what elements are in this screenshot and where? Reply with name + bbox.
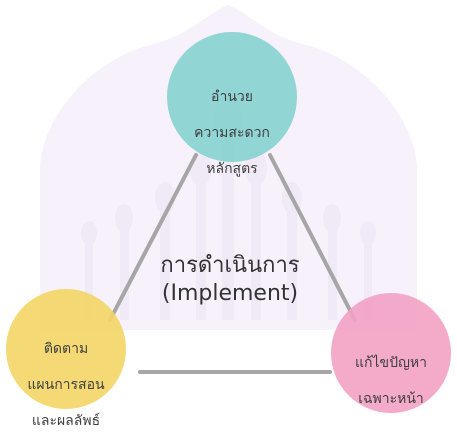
watermark-spire [222, 120, 234, 320]
node-right-line1: แก้ไขปัญหา [354, 355, 428, 371]
watermark-dome [81, 221, 97, 245]
watermark-spire [160, 200, 170, 320]
edge-top-right [268, 153, 357, 322]
watermark-spire [85, 235, 93, 320]
watermark-spire [251, 170, 261, 320]
watermark-spire [328, 220, 337, 320]
node-top-line1: อำนวย [211, 89, 253, 105]
watermark-spire [364, 235, 372, 320]
node-right-line2: เฉพาะหน้า [358, 391, 424, 407]
node-top-line3: หลักสูตร [206, 161, 258, 177]
center-title: การดำเนินการ (Implement) [120, 252, 340, 308]
node-left-line3: และผลลัพธ์ [31, 413, 101, 429]
center-title-line1: การดำเนินการ [160, 253, 300, 278]
watermark-spire [196, 170, 206, 320]
node-left-line2: แผนการสอน [27, 377, 105, 393]
watermark-spire [287, 200, 297, 320]
node-right-label: แก้ไขปัญหา เฉพาะหน้า [336, 336, 446, 426]
diagram-canvas [6, 5, 451, 413]
node-top-line2: ความสะดวก [194, 125, 270, 141]
watermark-spire [120, 220, 129, 320]
watermark-dome [323, 204, 341, 232]
node-top-circle [167, 32, 297, 162]
node-top-label: อำนวย ความสะดวก หลักสูตร [172, 70, 292, 196]
node-left-line1: ติดตาม [43, 341, 89, 357]
edge-top-left [108, 153, 198, 322]
watermark-dome [115, 204, 133, 232]
watermark-dome [360, 221, 376, 245]
node-left-circle [6, 289, 126, 409]
center-title-line2: (Implement) [161, 281, 299, 306]
node-right-circle [331, 293, 451, 413]
node-left-label: ติดตาม แผนการสอน และผลลัพธ์ [6, 322, 126, 448]
